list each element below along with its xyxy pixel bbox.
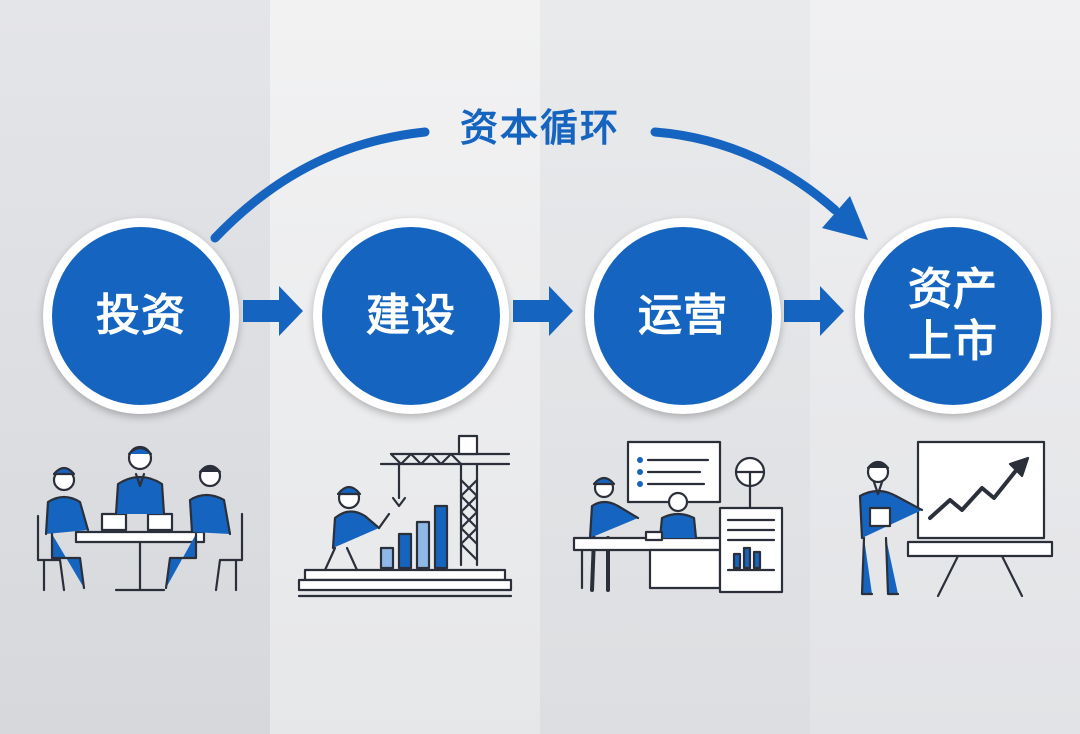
- capital-cycle-arc: [210, 127, 430, 243]
- step-node-investment: 投资: [43, 218, 239, 414]
- step-arrow-1: [243, 286, 303, 336]
- step-label: 运营: [638, 290, 728, 341]
- step-node-operation: 运营: [585, 218, 781, 414]
- step-label: 投资: [96, 290, 186, 341]
- presentation-growth-chart-icon: [858, 440, 1054, 598]
- team-meeting-icon: [36, 445, 244, 592]
- capital-cycle-arrowhead: [822, 196, 868, 240]
- step-label: 资产上市: [908, 264, 998, 367]
- capital-cycle-title: 资本循环: [459, 106, 620, 150]
- step-node-asset-listing: 资产上市: [855, 218, 1051, 414]
- step-arrow-2: [513, 286, 573, 336]
- step-arrow-3: [784, 286, 844, 336]
- capital-cycle-arc-right: [650, 127, 840, 215]
- step-label: 建设: [366, 290, 456, 341]
- construction-crane-icon: [297, 434, 513, 598]
- operations-office-icon: [572, 440, 784, 594]
- step-node-construction: 建设: [313, 218, 509, 414]
